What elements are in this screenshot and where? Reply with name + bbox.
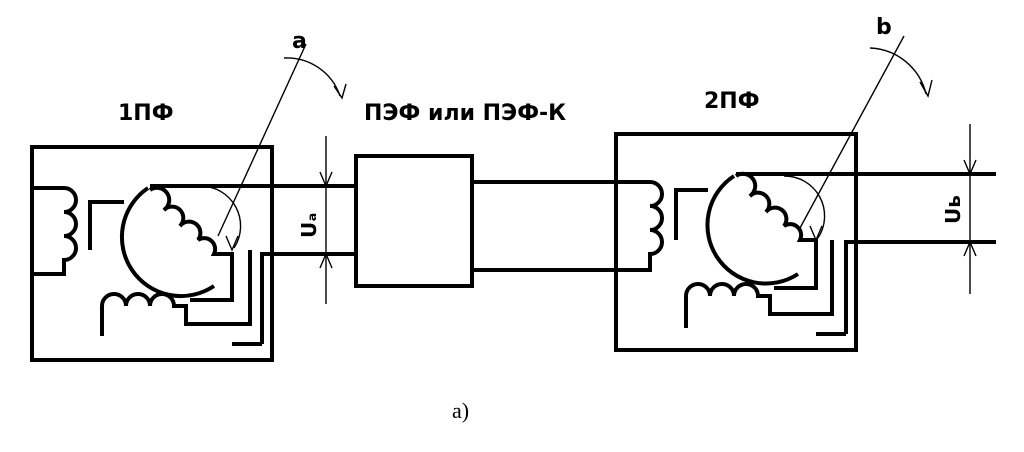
- angle-a-line: [217, 43, 307, 237]
- receiver-rotor-coil: [734, 171, 818, 290]
- receiver-left-coil: [630, 180, 664, 272]
- receiver-rotor-arc: [705, 174, 800, 286]
- angle-a-label: a: [292, 29, 307, 54]
- rotation-b-arrowhead: [919, 79, 933, 98]
- angle-a-arrowhead: [225, 235, 239, 252]
- voltage-a-label: Uₐ: [297, 213, 321, 238]
- transmitter-label: 1ПФ: [118, 101, 174, 126]
- receiver-bottom-coil: [684, 240, 834, 328]
- receiver-block: [614, 132, 996, 352]
- angle-a-indicator: [199, 43, 347, 252]
- receiver-housing: [614, 132, 858, 352]
- receiver-label: 2ПФ: [704, 89, 760, 114]
- transmitter-winding-lead-bottom: [260, 252, 356, 344]
- figure-caption: a): [452, 398, 469, 423]
- receiver-output-bottom: [844, 240, 996, 334]
- voltage-a-measure: [319, 136, 333, 304]
- rotation-a-arrowhead: [333, 83, 347, 100]
- transmitter-housing: [30, 145, 274, 362]
- angle-b-arc: [783, 175, 826, 239]
- angle-b-label: b: [876, 15, 892, 40]
- transmitter-left-coil: [34, 186, 78, 276]
- converter-label: ПЭФ или ПЭФ-К: [364, 101, 566, 126]
- voltage-b-label: Uь: [941, 195, 965, 224]
- transmitter-stator-frame: [88, 200, 124, 250]
- transmitter-bottom-coil: [100, 250, 252, 336]
- angle-a-arc: [199, 185, 242, 249]
- transmitter-rotor-arc: [119, 186, 216, 298]
- angle-b-arrowhead: [809, 225, 823, 242]
- angle-b-indicator: [783, 35, 933, 242]
- rotation-b-arc: [869, 47, 927, 95]
- transmitter-rotor-coil: [148, 185, 234, 302]
- rotation-a-arc: [283, 57, 341, 97]
- converter-block: [354, 154, 474, 288]
- receiver-stator-frame: [674, 188, 708, 240]
- voltage-b-measure: [963, 124, 977, 294]
- transmitter-block: [30, 145, 356, 362]
- angle-b-line: [799, 35, 905, 229]
